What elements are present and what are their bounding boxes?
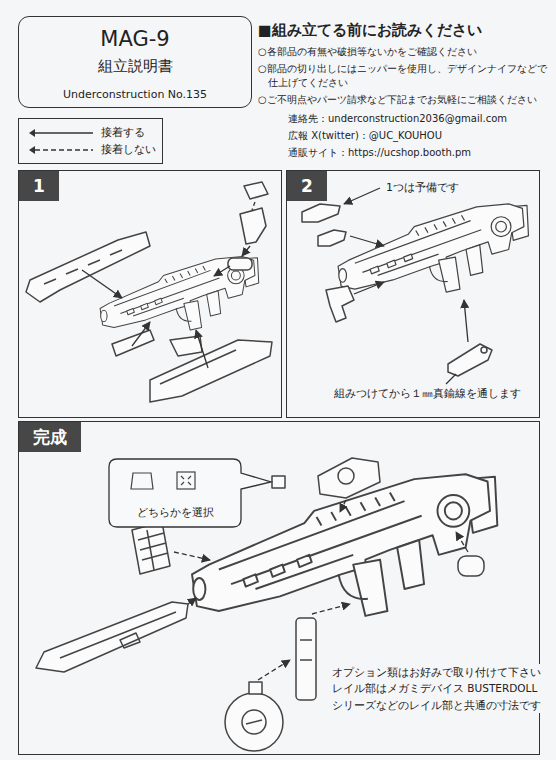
series-number: Underconstruction No.135: [27, 88, 243, 101]
step2-parts: [302, 204, 528, 376]
step-panel: 1: [18, 170, 282, 418]
step-tab: 完成: [19, 422, 81, 452]
notice-item: ○各部品の有無や破損等ないかをご確認ください: [258, 45, 550, 59]
contact-line: 連絡先：underconstruction2036@gmail.com: [258, 112, 550, 126]
legend-swatch-arrow: [25, 126, 95, 140]
speech-bubble: どちらかを選択: [109, 459, 241, 527]
legend-swatch-arrow: [25, 143, 95, 157]
legend-text: 接着しない: [101, 142, 156, 157]
manual-title: 組立説明書: [27, 57, 243, 75]
step-tab: 2: [287, 171, 327, 201]
step1-arrows: [82, 202, 255, 368]
contact-line: 通販サイト：https://ucshop.booth.pm: [258, 146, 550, 160]
step-number: 完成: [33, 426, 67, 449]
choice-note: どちらかを選択: [109, 505, 241, 520]
legend-box: 接着する接着しない: [18, 118, 163, 164]
notice-heading: ■組み立てる前にお読みください: [258, 20, 550, 40]
step-number: 1: [33, 176, 45, 196]
legend-text: 接着する: [101, 125, 145, 140]
notice-item: ○ご不明点やパーツ請求など下記までお気軽にご相談ください: [258, 93, 550, 107]
step1-parts: [26, 182, 272, 402]
legend-row: 接着する: [25, 124, 156, 141]
assembly-note: 組みつけてから１㎜真鍮線を通します: [332, 386, 523, 401]
contact-line: 広報 X(twitter)：@UC_KOUHOU: [258, 129, 550, 143]
model-name: MAG-9: [27, 27, 243, 52]
title-box: MAG-9 組立説明書 Underconstruction No.135: [18, 16, 252, 108]
option-note: オプション類はお好みで取り付けて下さい レイル部はメガミデバイス BUSTERD…: [330, 664, 548, 713]
notes-column: ■組み立てる前にお読みください ○各部品の有無や破損等ないかをご確認ください ○部品…: [258, 20, 550, 160]
choice-icons: [131, 472, 195, 489]
legend-row: 接着しない: [25, 141, 156, 158]
spare-note: 1つは予備です: [384, 180, 461, 195]
notice-item: ○部品の切り出しにはニッパーを使用し、デザインナイフなどで仕上げてください: [258, 62, 550, 90]
step2-lines: [344, 188, 468, 384]
step-tab: 1: [19, 171, 59, 201]
step-panel: 2: [286, 170, 540, 418]
bubble-shape: [109, 459, 271, 527]
step-number: 2: [301, 176, 313, 196]
